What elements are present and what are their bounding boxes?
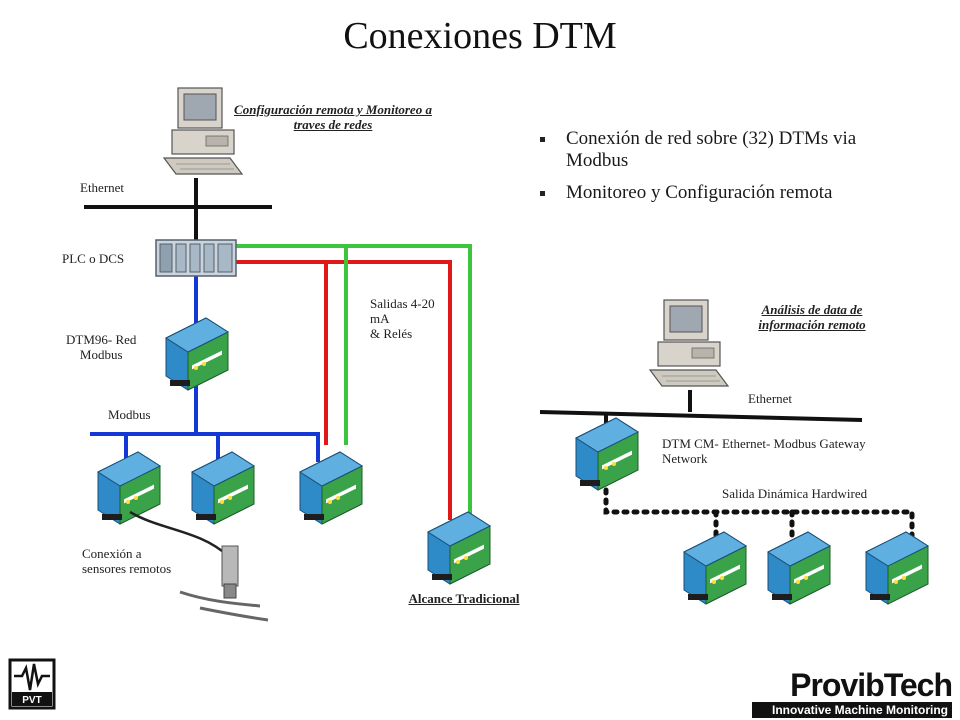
gateway-label: DTM CM- Ethernet- Modbus Gateway Network: [662, 436, 866, 466]
dtm-module-1: [97, 451, 161, 525]
dtm96-label: DTM96- Red Modbus: [66, 332, 137, 362]
bullet-square-icon: [540, 137, 545, 142]
gateway-module: [575, 417, 639, 491]
hardwired-module-1: [683, 531, 747, 605]
ethernet-bus-right: [539, 410, 863, 422]
traditional-label: Alcance Tradicional: [408, 591, 520, 606]
hardwired-module-3: [865, 531, 929, 605]
ethernet-label-right: Ethernet: [748, 391, 793, 406]
provibtech-brand: ProvibTech: [790, 667, 953, 703]
bullet-item: Conexión de red sobre (32) DTMs via Modb…: [540, 128, 920, 172]
ethernet-label-left: Ethernet: [80, 180, 125, 195]
bullet-list: Conexión de red sobre (32) DTMs via Modb…: [540, 128, 920, 214]
red-output-line: [236, 260, 452, 520]
traditional-module: [427, 511, 491, 585]
provibtech-logo: ProvibTech Innovative Machine Monitoring: [752, 667, 953, 718]
dtm96-module: [165, 317, 229, 391]
hardwired-module-2: [767, 531, 831, 605]
bullet-square-icon: [540, 191, 545, 196]
sensor-cable: [129, 510, 229, 557]
outputs-label: Salidas 4-20 mA & Relés: [370, 296, 435, 341]
green-output-line: [236, 244, 472, 520]
computer-right: [649, 299, 729, 387]
plc-rack: [155, 239, 237, 277]
plc-label: PLC o DCS: [62, 251, 125, 266]
sensors-label: Conexión a sensores remotos: [82, 546, 172, 576]
modbus-label: Modbus: [108, 407, 151, 422]
bullet-item: Monitoreo y Configuración remota: [540, 182, 920, 204]
dynamic-output-label: Salida Dinámica Hardwired: [722, 486, 868, 501]
pvt-logo: [8, 658, 56, 710]
dtm-module-2: [191, 451, 255, 525]
hardwired-dotted-line: [603, 487, 915, 543]
pvt-logo-text: PVT: [22, 695, 42, 706]
page-title: Conexiones DTM: [343, 15, 617, 57]
provibtech-tagline: Innovative Machine Monitoring: [752, 702, 952, 718]
analysis-label: Análisis de data de información remoto: [758, 302, 866, 332]
config-remote-label: Configuración remota y Monitoreo a trave…: [234, 102, 432, 132]
dtm-module-3: [299, 451, 363, 525]
sensor-probe: [179, 545, 269, 622]
